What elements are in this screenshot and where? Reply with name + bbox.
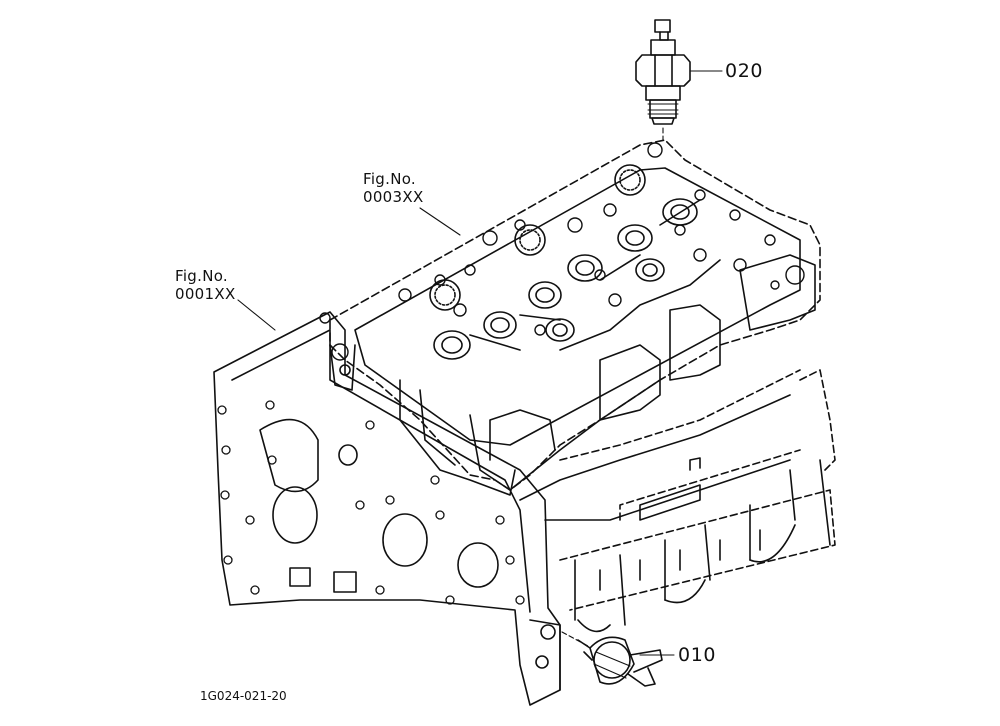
callout-020[interactable]: 020 (725, 60, 764, 82)
fig-ref-label: Fig.No. (363, 170, 416, 188)
fig-ref-number: 0001XX (175, 285, 236, 303)
fig-ref-0001xx: Fig.No. 0001XX (175, 267, 236, 303)
leader-lines (237, 70, 723, 656)
part-010-sensor (577, 636, 663, 687)
drawing-code: 1G024-021-20 (200, 689, 287, 703)
fig-ref-number: 0003XX (363, 188, 424, 206)
part-020-sensor (635, 19, 691, 125)
fig-ref-0003xx: Fig.No. 0003XX (363, 170, 424, 206)
cylinder-head (319, 139, 821, 501)
fig-ref-label: Fig.No. (175, 267, 228, 285)
callout-010[interactable]: 010 (678, 644, 717, 666)
cylinder-block (213, 311, 836, 706)
